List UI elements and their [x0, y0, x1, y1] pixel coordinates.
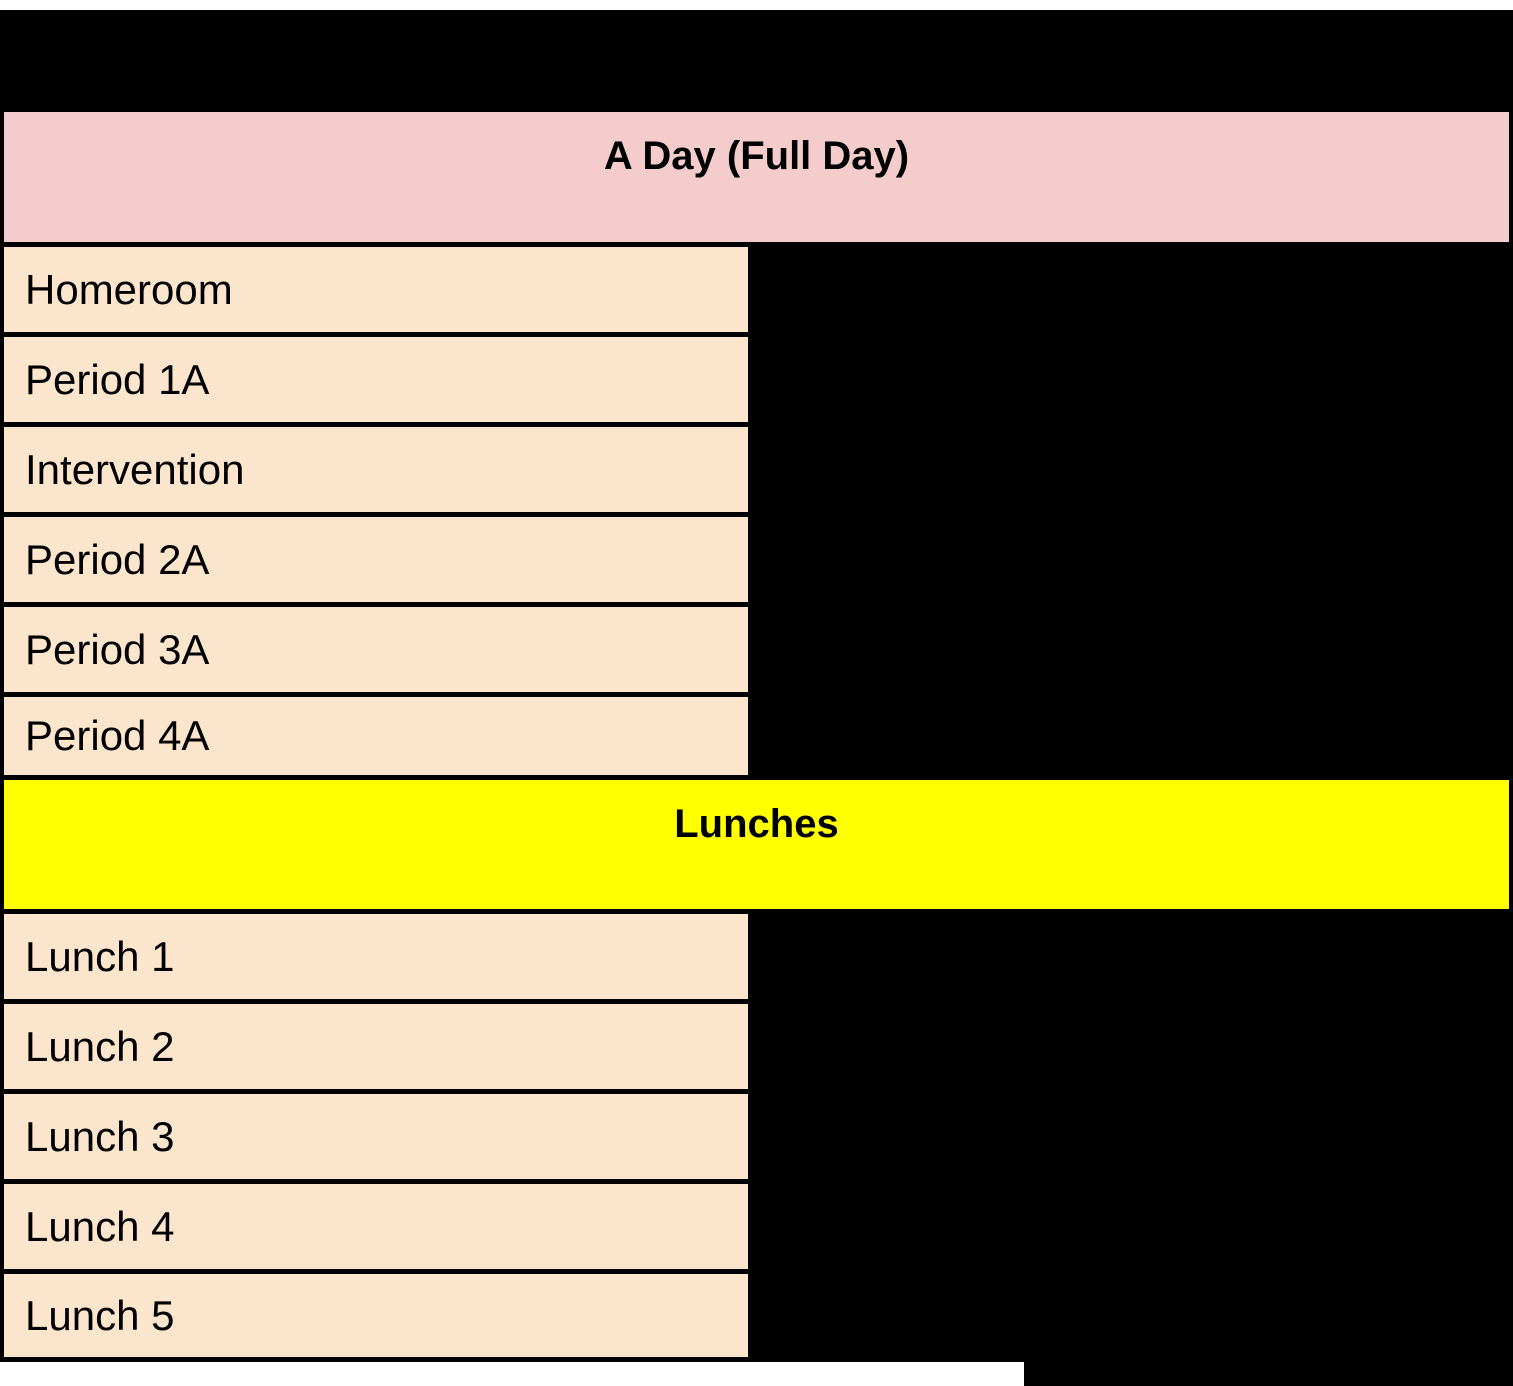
- period-label: Homeroom: [25, 265, 233, 313]
- bottom-white-strip: [0, 1362, 1024, 1386]
- period-row-intervention: Intervention: [4, 427, 748, 512]
- period-row-4a: Period 4A: [4, 697, 748, 775]
- lunch-row-1: Lunch 1: [4, 914, 748, 999]
- period-label: Period 1A: [25, 355, 210, 403]
- period-row-homeroom: Homeroom: [4, 247, 748, 332]
- period-row-1a: Period 1A: [4, 337, 748, 422]
- lunch-row-4: Lunch 4: [4, 1184, 748, 1269]
- period-row-2a: Period 2A: [4, 517, 748, 602]
- lunches-header-label: Lunches: [674, 802, 839, 846]
- lunch-label: Lunch 1: [25, 932, 175, 980]
- period-label: Period 2A: [25, 535, 210, 583]
- day-header-row: A Day (Full Day): [4, 112, 1509, 242]
- period-label: Intervention: [25, 445, 245, 493]
- lunch-row-2: Lunch 2: [4, 1004, 748, 1089]
- lunch-row-3: Lunch 3: [4, 1094, 748, 1179]
- lunch-label: Lunch 4: [25, 1202, 175, 1250]
- lunches-header-row: Lunches: [4, 780, 1509, 909]
- period-row-3a: Period 3A: [4, 607, 748, 692]
- lunch-label: Lunch 2: [25, 1022, 175, 1070]
- lunch-label: Lunch 5: [25, 1291, 175, 1339]
- day-header-label: A Day (Full Day): [603, 134, 910, 178]
- lunch-row-5: Lunch 5: [4, 1274, 748, 1357]
- top-white-strip: [0, 0, 1513, 10]
- period-label: Period 3A: [25, 625, 210, 673]
- period-label: Period 4A: [25, 712, 210, 759]
- top-black-bar: [0, 10, 1513, 112]
- lunch-label: Lunch 3: [25, 1112, 175, 1160]
